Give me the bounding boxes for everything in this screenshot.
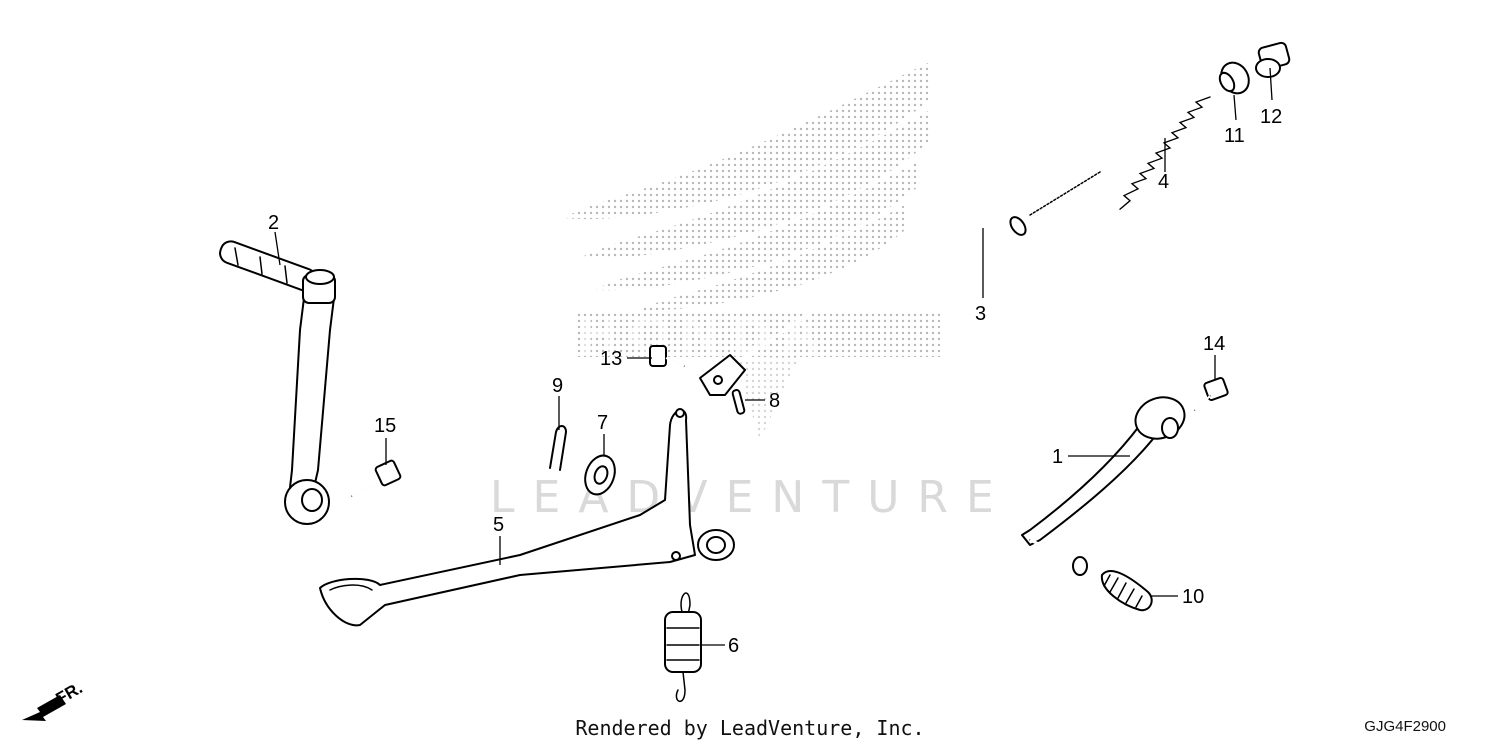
part-12-nut[interactable] <box>1255 41 1291 78</box>
front-direction-indicator: FR. <box>22 678 86 721</box>
leadventure-watermark: LEADVENTURE <box>490 472 1012 523</box>
part-10-rubber[interactable] <box>1100 570 1153 612</box>
part-3-brake-rod[interactable] <box>699 170 1101 396</box>
rendered-by-footer: Rendered by LeadVenture, Inc. <box>575 716 925 740</box>
callout-7[interactable]: 7 <box>597 412 608 434</box>
honda-wing-watermark <box>565 62 940 440</box>
callout-9[interactable]: 9 <box>552 375 563 397</box>
callout-15[interactable]: 15 <box>374 415 396 437</box>
part-13-bolt[interactable] <box>649 345 685 367</box>
callout-1[interactable]: 1 <box>1052 446 1063 468</box>
part-9-split-pin[interactable] <box>549 425 567 471</box>
callout-11[interactable]: 11 <box>1224 125 1245 147</box>
part-14-bolt[interactable] <box>1194 376 1229 411</box>
part-11-collar[interactable] <box>1216 58 1255 99</box>
callout-10[interactable]: 10 <box>1182 586 1204 608</box>
callout-13[interactable]: 13 <box>600 348 622 370</box>
callout-labels: 1 2 3 4 5 6 7 8 9 10 11 12 13 14 15 <box>268 106 1282 657</box>
callout-6[interactable]: 6 <box>728 635 739 657</box>
callout-5[interactable]: 5 <box>493 514 504 536</box>
part-4-spring[interactable] <box>1119 96 1211 210</box>
part-15-bolt[interactable] <box>351 459 402 497</box>
front-arrow-icon <box>22 695 66 721</box>
part-5-brake-pedal[interactable] <box>319 408 735 627</box>
callout-14[interactable]: 14 <box>1203 333 1225 355</box>
part-6-spring[interactable] <box>664 592 702 702</box>
part-2-kick-arm[interactable] <box>217 239 336 525</box>
leader-lines <box>274 67 1273 646</box>
callout-2[interactable]: 2 <box>268 212 279 234</box>
part-8-pin[interactable] <box>731 389 746 415</box>
part-7-washer[interactable] <box>580 451 620 498</box>
callout-8[interactable]: 8 <box>769 390 780 412</box>
callout-3[interactable]: 3 <box>975 303 986 325</box>
part-1-change-pedal[interactable] <box>1021 391 1190 576</box>
diagram-code: GJG4F2900 <box>1364 718 1446 735</box>
callout-4[interactable]: 4 <box>1158 171 1169 193</box>
callout-12[interactable]: 12 <box>1260 106 1282 128</box>
